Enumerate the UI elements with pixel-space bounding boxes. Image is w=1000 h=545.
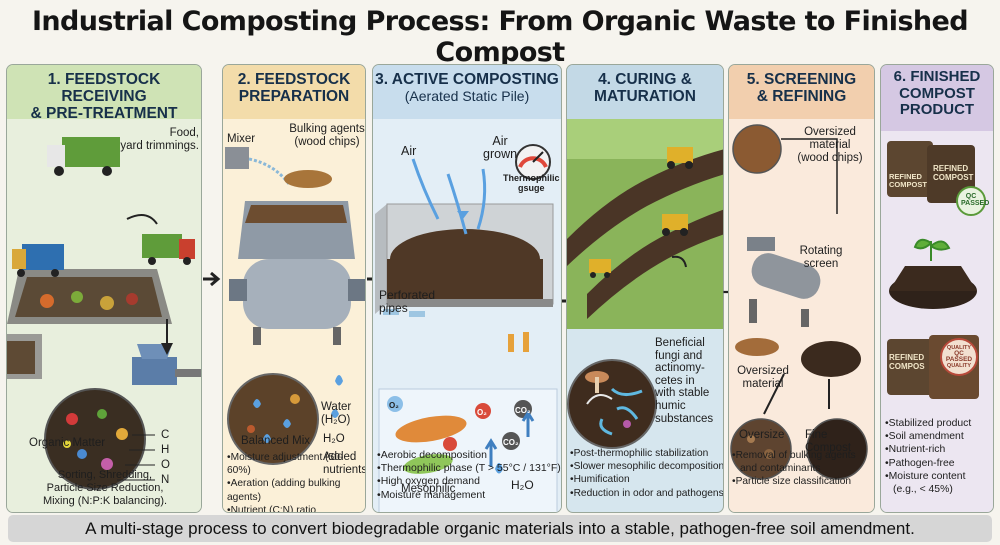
bag-label: REFINED COMPOST [889, 172, 927, 189]
organic-matter-label: Organic Matter [29, 437, 106, 449]
screening-illustration [729, 119, 874, 512]
stage-panel-active-composting: 3. ACTIVE COMPOSTING (Aerated Static Pil… [372, 64, 562, 513]
water-label: Water (H₂O) [321, 401, 352, 426]
h2o-label: H₂O [323, 433, 345, 445]
qc-passed-badge: QC PASSED [961, 193, 990, 207]
curing-bullets: Post-thermophilic stabilization Slower m… [570, 447, 723, 500]
receiving-description: Sorting, Shredding, Particle Size Reduct… [42, 469, 168, 507]
food-label: Food, yard trimmings. [120, 127, 199, 152]
gauge-label: Thermophilic gsuge [503, 173, 560, 193]
qc-stamp-badge: QUALITY QC PASSED QUALITY [945, 345, 973, 369]
balanced-mix-label: Balanced Mix [241, 435, 311, 447]
o2-label: O₂ [477, 408, 487, 417]
stage-panel-receiving: 1. FEEDSTOCK RECEIVING & PRE-TREATMENT F [6, 64, 202, 513]
screening-bullets: Removal of bulking agents and contaminan… [732, 449, 874, 489]
stage-header: 4. CURING & MATURATION [567, 65, 723, 119]
arrow-right-icon [203, 271, 221, 287]
perforated-pipes-label: Perforated pipes [379, 288, 436, 315]
preparation-bullets: Moisture adjustment (50-60%) Aeration (a… [227, 451, 365, 512]
bag-label: REFINED COMPOST [933, 164, 974, 182]
stage-header: 1. FEEDSTOCK RECEIVING & PRE-TREATMENT [7, 65, 201, 122]
oversized-material-label: Oversized material (wood chips) [797, 126, 863, 164]
windrow-illustration [567, 119, 723, 449]
mixer-label: Mixer [227, 133, 256, 145]
stage-header: 2. FEEDSTOCK PREPARATION [223, 65, 365, 119]
element-c: C [161, 429, 170, 441]
page-title: Industrial Composting Process: From Orga… [31, 6, 969, 68]
stage-header: 3. ACTIVE COMPOSTING (Aerated Static Pil… [373, 65, 561, 119]
rotating-screen-label: Rotating screen [799, 245, 843, 270]
stage-panel-curing: 4. CURING & MATURATION Beneficial fungi … [566, 64, 724, 513]
stage-header: 6. FINISHED COMPOST PRODUCT [881, 65, 993, 131]
active-composting-bullets: Aerobic decomposition Thermophilic phase… [377, 449, 561, 502]
mixer-illustration [223, 119, 365, 512]
co2-label: CO₂ [515, 406, 531, 415]
stage-panel-screening: 5. SCREENING & REFINING Oversized materi… [728, 64, 875, 513]
finished-bullets: Stabilized product Soil amendment Nutrie… [885, 417, 993, 496]
fungi-label: Beneficial fungi and actinomy- cetes in … [655, 337, 714, 425]
footer-caption: A multi-stage process to convert biodegr… [8, 515, 992, 542]
bag-label: REFINED COMPOS [889, 353, 925, 371]
o2-label: O₂ [389, 401, 399, 410]
oversize-label: Oversize [739, 429, 785, 441]
oversized-label: Oversized material [737, 365, 789, 390]
element-n: N [161, 474, 170, 486]
air-grown-label: Air grown [483, 134, 518, 161]
element-o: O [161, 459, 170, 471]
bulking-agents-label: Bulking agents (wood chips) [289, 123, 365, 148]
stage-header: 5. SCREENING & REFINING [729, 65, 874, 119]
element-h: H [161, 444, 170, 456]
stage-panel-preparation: 2. FEEDSTOCK PREPARATION Mixer Bulking a… [222, 64, 366, 513]
co2-label: CO₂ [503, 438, 519, 447]
air-label: Air [401, 144, 417, 158]
stage-panel-finished: 6. FINISHED COMPOST PRODUCT REFINED COMP… [880, 64, 994, 513]
receiving-illustration [7, 119, 201, 512]
